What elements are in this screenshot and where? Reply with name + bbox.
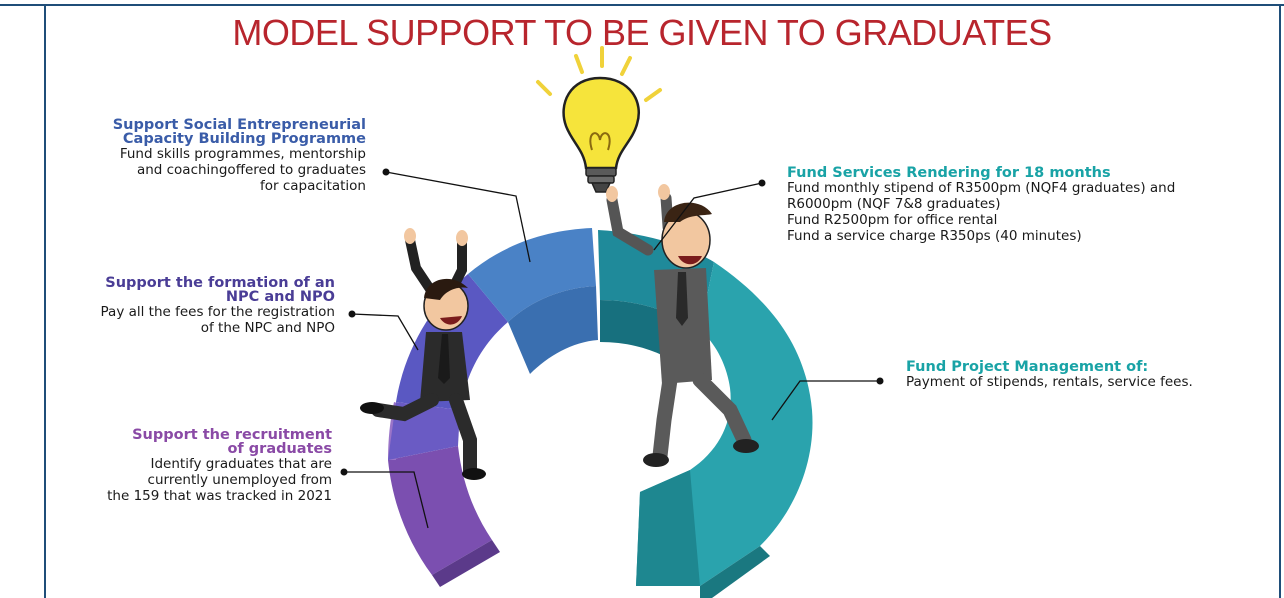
- block-social-entrepreneurial: Support Social Entrepreneurial Capacity …: [60, 118, 366, 194]
- recruit-line-2: currently unemployed from: [147, 472, 332, 488]
- arc-segment-social: [468, 228, 596, 322]
- connector-npc: [351, 313, 419, 351]
- connector-social: [385, 171, 531, 263]
- pm-line-1: Payment of stipends, rentals, service fe…: [906, 374, 1193, 390]
- block-services-rendering: Fund Services Rendering for 18 months Fu…: [787, 166, 1207, 244]
- left-man-hand-right: [456, 230, 468, 246]
- bulb-tip: [590, 182, 612, 193]
- connector-pm: [771, 380, 880, 421]
- right-man-tie: [676, 272, 688, 326]
- connector-services: [653, 182, 763, 251]
- block-recruitment: Support the recruitment of graduates Ide…: [40, 428, 332, 504]
- npc-heading-1: Support the formation of an: [105, 275, 335, 291]
- right-man-hand-left: [606, 186, 618, 202]
- left-man-hair: [424, 278, 468, 300]
- social-line-2: and coachingoffered to graduates: [136, 162, 366, 178]
- right-man-mouth: [678, 256, 702, 265]
- dot-social: [382, 168, 390, 176]
- bulb-filament: [589, 132, 611, 151]
- dot-recruit: [340, 468, 348, 476]
- left-man-shoe-left: [360, 402, 384, 414]
- npc-line-2: of the NPC and NPO: [200, 320, 335, 336]
- recruit-line-3: the 159 that was tracked in 2021: [107, 488, 332, 504]
- services-line-3: Fund R2500pm for office rental: [787, 212, 998, 228]
- arc-segment-project-face: [636, 470, 700, 586]
- connector-recruit: [344, 471, 429, 529]
- right-man-leg-left: [652, 372, 678, 464]
- right-man-shoe-left: [643, 453, 669, 467]
- frame-border-left: [44, 4, 46, 598]
- lightbulb-icon: [536, 46, 662, 193]
- left-man-tie: [438, 334, 450, 384]
- cheering-businessman-figure: [606, 184, 759, 467]
- pm-heading: Fund Project Management of:: [906, 359, 1149, 375]
- services-heading: Fund Services Rendering for 18 months: [787, 165, 1111, 181]
- social-heading-2: Capacity Building Programme: [122, 131, 366, 147]
- services-line-1: Fund monthly stipend of R3500pm (NQF4 gr…: [787, 180, 1176, 196]
- connector-dots: [340, 168, 884, 476]
- social-line-1: Fund skills programmes, mentorship: [119, 146, 366, 162]
- recruit-heading-2: of graduates: [227, 441, 332, 457]
- right-man-hair: [664, 202, 712, 222]
- recruit-line-1: Identify graduates that are: [150, 456, 332, 472]
- dot-pm: [876, 377, 884, 385]
- bulb-base-2: [587, 175, 615, 184]
- right-man-torso: [654, 268, 712, 384]
- frame-border-right: [1279, 4, 1281, 598]
- jumping-businessman-figure: [360, 228, 486, 480]
- arc-segment-recruit: [388, 446, 492, 575]
- left-man-shoe-right: [462, 468, 486, 480]
- social-line-3: for capacitation: [260, 178, 366, 194]
- recruit-heading-1: Support the recruitment: [132, 427, 332, 443]
- left-man-hand-left: [404, 228, 416, 244]
- right-man-shoe-right: [733, 439, 759, 453]
- bulb-base-1: [585, 167, 617, 177]
- connector-lines: [344, 171, 880, 529]
- arc-segment-project-side: [700, 546, 770, 598]
- dot-npc: [348, 310, 356, 318]
- arc-segment-social-face: [508, 286, 598, 374]
- services-line-4: Fund a service charge R350ps (40 minutes…: [787, 228, 1082, 244]
- dot-services: [758, 179, 766, 187]
- services-line-2: R6000pm (NQF 7&8 graduates): [787, 196, 1001, 212]
- left-man-leg-right: [449, 393, 477, 477]
- npc-line-1: Pay all the fees for the registration: [100, 304, 335, 320]
- right-man-hand-right: [658, 184, 670, 200]
- block-project-management: Fund Project Management of: Payment of s…: [906, 360, 1266, 390]
- left-man-leg-left: [371, 393, 439, 422]
- frame-border-top: [0, 4, 1284, 6]
- npc-heading-2: NPC and NPO: [225, 289, 335, 305]
- right-man-arm-left: [606, 194, 654, 256]
- block-npc-formation: Support the formation of an NPC and NPO …: [50, 276, 335, 336]
- page-title: MODEL SUPPORT TO BE GIVEN TO GRADUATES: [232, 12, 1052, 53]
- bulb-rays: [536, 46, 662, 102]
- bulb-glass: [562, 76, 640, 170]
- left-man-mouth: [440, 316, 462, 325]
- arc-segment-recruit-side: [432, 540, 500, 587]
- right-man-leg-right: [692, 372, 752, 448]
- social-heading-1: Support Social Entrepreneurial: [112, 117, 366, 133]
- left-man-arm-left: [405, 235, 437, 297]
